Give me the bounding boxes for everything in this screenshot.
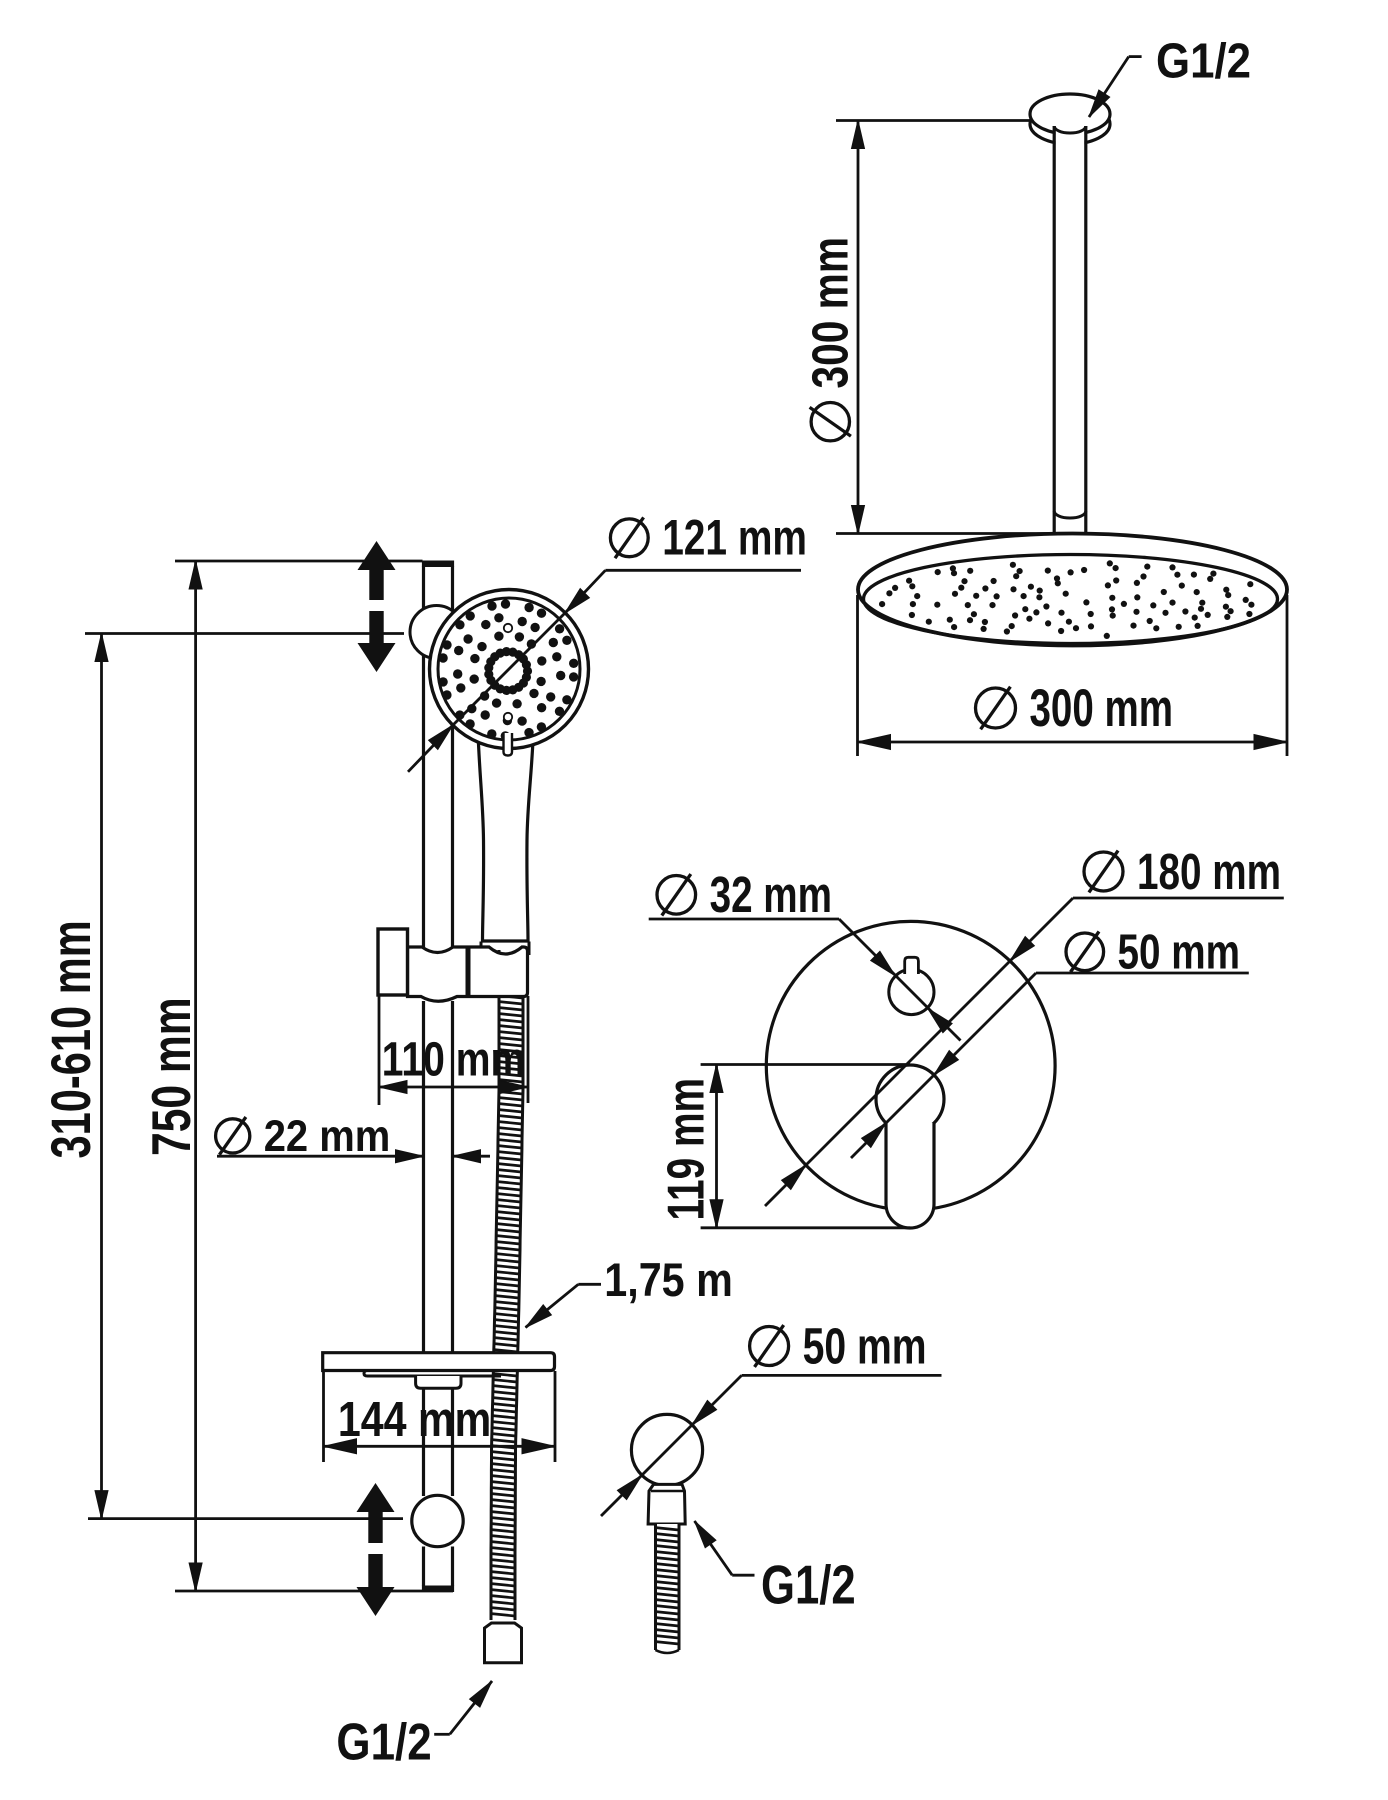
svg-text:300 mm: 300 mm [1030,679,1174,738]
svg-text:G1/2: G1/2 [336,1714,431,1772]
svg-text:180 mm: 180 mm [1137,842,1281,900]
svg-text:22 mm: 22 mm [264,1112,391,1161]
svg-text:750 mm: 750 mm [140,997,202,1156]
svg-text:121 mm: 121 mm [662,510,807,566]
svg-text:1,75 m: 1,75 m [604,1254,733,1306]
svg-text:32 mm: 32 mm [710,866,832,923]
svg-text:310-610 mm: 310-610 mm [39,920,102,1158]
svg-text:50 mm: 50 mm [803,1317,927,1375]
svg-text:144 mm: 144 mm [338,1392,491,1447]
svg-text:50 mm: 50 mm [1118,925,1241,980]
svg-text:G1/2: G1/2 [1156,34,1251,89]
svg-text:G1/2: G1/2 [761,1554,856,1616]
svg-text:300 mm: 300 mm [802,237,859,389]
svg-text:110 mm: 110 mm [382,1033,525,1087]
svg-text:119 mm: 119 mm [657,1078,715,1221]
